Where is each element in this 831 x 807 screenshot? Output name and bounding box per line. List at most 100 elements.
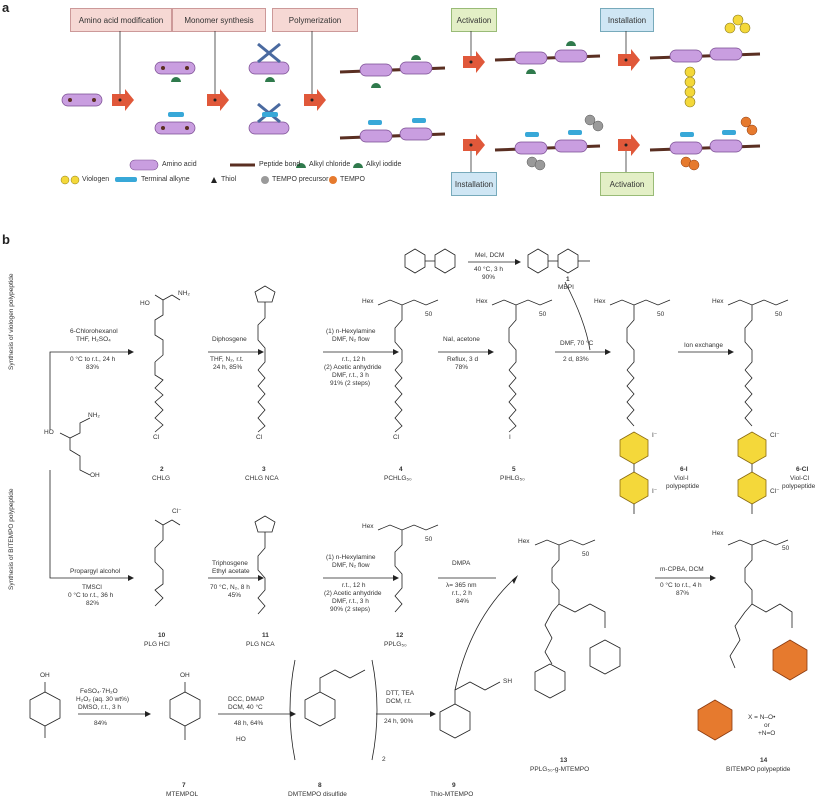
r1-c7-chloride-1: Cl⁻	[770, 432, 780, 439]
legend-terminal-alkyne: Terminal alkyne	[141, 176, 190, 183]
r3-step1-line3: 84%	[94, 720, 108, 727]
r2-c12-n: 50	[425, 536, 433, 543]
legend-tempo: TEMPO	[340, 176, 365, 183]
start-acid-oh: OH	[90, 472, 100, 479]
r1-c5-n: 50	[539, 311, 547, 318]
r1-step1-line1: THF, H₂SO₄	[76, 336, 111, 343]
header-polymerization: Polymerization	[272, 8, 358, 32]
r1-c6-iodide-1: I⁻	[652, 432, 658, 439]
r1-c7-name-1: polypeptide	[782, 483, 816, 490]
r1-c4-cl: Cl	[393, 434, 400, 441]
mbpi-cond-line1: 40 °C, 3 h	[474, 266, 503, 273]
viologen-rings	[619, 431, 767, 505]
header-monomer-synthesis: Monomer synthesis	[172, 8, 266, 32]
r2-step3-line3: (2) Acetic anhydride	[324, 590, 382, 597]
r2-step1-line3: 82%	[86, 600, 100, 607]
r2-c13-hex: Hex	[518, 538, 530, 545]
r2-step5-line1: 0 °C to r.t., 4 h	[660, 582, 702, 589]
r1-step1-line2: 0 °C to r.t., 24 h	[70, 356, 116, 363]
r3-step3-line0: DTT, TEA	[386, 690, 415, 697]
r2-c13-n: 50	[582, 551, 590, 558]
r3-c9-name: Thio-MTEMPO	[430, 791, 474, 798]
r2-step4-line1: λ= 365 nm	[446, 582, 477, 589]
mbpi-name: MBPI	[558, 284, 574, 291]
r1-c3-name: CHLG NCA	[245, 475, 279, 482]
r1-c5-name: PIHLG₅₀	[500, 475, 525, 482]
r2-step3-line4: DMF, r.t., 3 h	[332, 598, 369, 605]
r1-c2-name: CHLG	[152, 475, 171, 482]
r1-c3-num: 3	[262, 466, 266, 473]
r2-step2-line3: 45%	[228, 592, 242, 599]
r2-c12-num: 12	[396, 632, 404, 639]
r1-c6-n: 50	[657, 311, 665, 318]
r2-step3-line5: 90% (2 steps)	[330, 606, 371, 613]
r1-step5-line1: 2 d, 83%	[563, 356, 589, 363]
r2-c10-chloride: Cl⁻	[172, 508, 182, 515]
r1-step2-line2: 24 h, 85%	[213, 364, 243, 371]
r2-c11-name: PLG NCA	[246, 641, 275, 648]
r2-c11-num: 11	[262, 632, 269, 639]
r1-c7-hex: Hex	[712, 298, 724, 305]
r3-step1-line1: H₂O₂ (aq. 30 wt%)	[76, 696, 130, 703]
r3-step1-line0: FeSO₄·7H₂O	[80, 688, 118, 695]
r1-c6-iodide-2: I⁻	[652, 488, 658, 495]
row2-skeletons	[154, 515, 793, 699]
r1-c6-num: 6-I	[680, 466, 688, 473]
row1-skeletons	[59, 285, 789, 476]
start-acid-ho: HO	[44, 429, 54, 436]
r1-c4-n: 50	[425, 311, 433, 318]
mbpi-cond-line0: MeI, DCM	[475, 252, 505, 259]
mbpi-num: 1	[566, 276, 570, 283]
r3-step2-line2: 48 h, 64%	[234, 720, 264, 727]
amino-acid-start	[61, 93, 103, 107]
panel-b-letter: b	[2, 232, 10, 247]
legend-glyphs	[60, 159, 363, 185]
r1-c6-hex: Hex	[594, 298, 606, 305]
r3-step1-line2: DMSO, r.t., 3 h	[78, 704, 121, 711]
mbpi-cond-line2: 90%	[482, 274, 496, 281]
bitempo-rings	[697, 639, 808, 741]
r1-c7-num: 6-Cl	[796, 466, 809, 473]
r1-step2-line0: Diphosgene	[212, 336, 247, 343]
r2-step4-line0: DMPA	[452, 560, 471, 567]
viologen-units	[684, 14, 751, 108]
r1-step4-line0: NaI, acetone	[443, 336, 480, 343]
row3-skeletons	[29, 659, 501, 761]
r2-c14-n: 50	[782, 545, 790, 552]
r3-step2-line1: DCM, 40 °C	[228, 704, 263, 711]
r2-c14-hex: Hex	[712, 530, 724, 537]
r1-c2-cl: Cl	[153, 434, 160, 441]
r1-c4-hex: Hex	[362, 298, 374, 305]
r3-c9-num: 9	[452, 782, 456, 789]
r1-c4-name: PCHLG₅₀	[384, 475, 412, 482]
r2-step3-line2: r.t., 12 h	[342, 582, 366, 589]
legend-alkyl-iodide: Alkyl iodide	[366, 161, 402, 168]
legend-thiol: Thiol	[221, 176, 237, 183]
r2-step1-line2: 0 °C to r.t., 36 h	[68, 592, 114, 599]
r2-c10-num: 10	[158, 632, 166, 639]
r1-step4-line1: Reflux, 3 d	[447, 356, 479, 363]
start-acid-nh2: NH₂	[88, 412, 100, 419]
r1-step3-line5: 91% (2 steps)	[330, 380, 371, 387]
r1-c7-n: 50	[775, 311, 783, 318]
r1-c3-cl: Cl	[256, 434, 263, 441]
r3-c7b-oh: OH	[180, 672, 190, 679]
r1-c5-num: 5	[512, 466, 516, 473]
header-installation-top: Installation	[600, 8, 654, 32]
r2-step4-line2: r.t., 2 h	[452, 590, 472, 597]
r1-step3-line4: DMF, r.t., 3 h	[332, 372, 369, 379]
r3-c9-sh: SH	[503, 678, 513, 685]
r1-c2-nh2: NH₂	[178, 290, 190, 297]
r1-step6-line0: Ion exchange	[684, 342, 724, 349]
r1-step3-line2: r.t., 12 h	[342, 356, 366, 363]
r1-step3-line3: (2) Acetic anhydride	[324, 364, 382, 371]
r1-step2-line1: THF, N₂, r.t.	[210, 356, 244, 363]
r3-c8-name: DMTEMPO disulfide	[288, 791, 347, 798]
r1-c2-num: 2	[160, 466, 164, 473]
r1-step3-line1: DMF, N₂ flow	[332, 336, 370, 343]
r3-c7-name: MTEMPOL	[166, 791, 199, 798]
header-activation-top: Activation	[451, 8, 497, 32]
r2-step2-line1: Ethyl acetate	[212, 568, 250, 575]
r1-c7-chloride-2: Cl⁻	[770, 488, 780, 495]
